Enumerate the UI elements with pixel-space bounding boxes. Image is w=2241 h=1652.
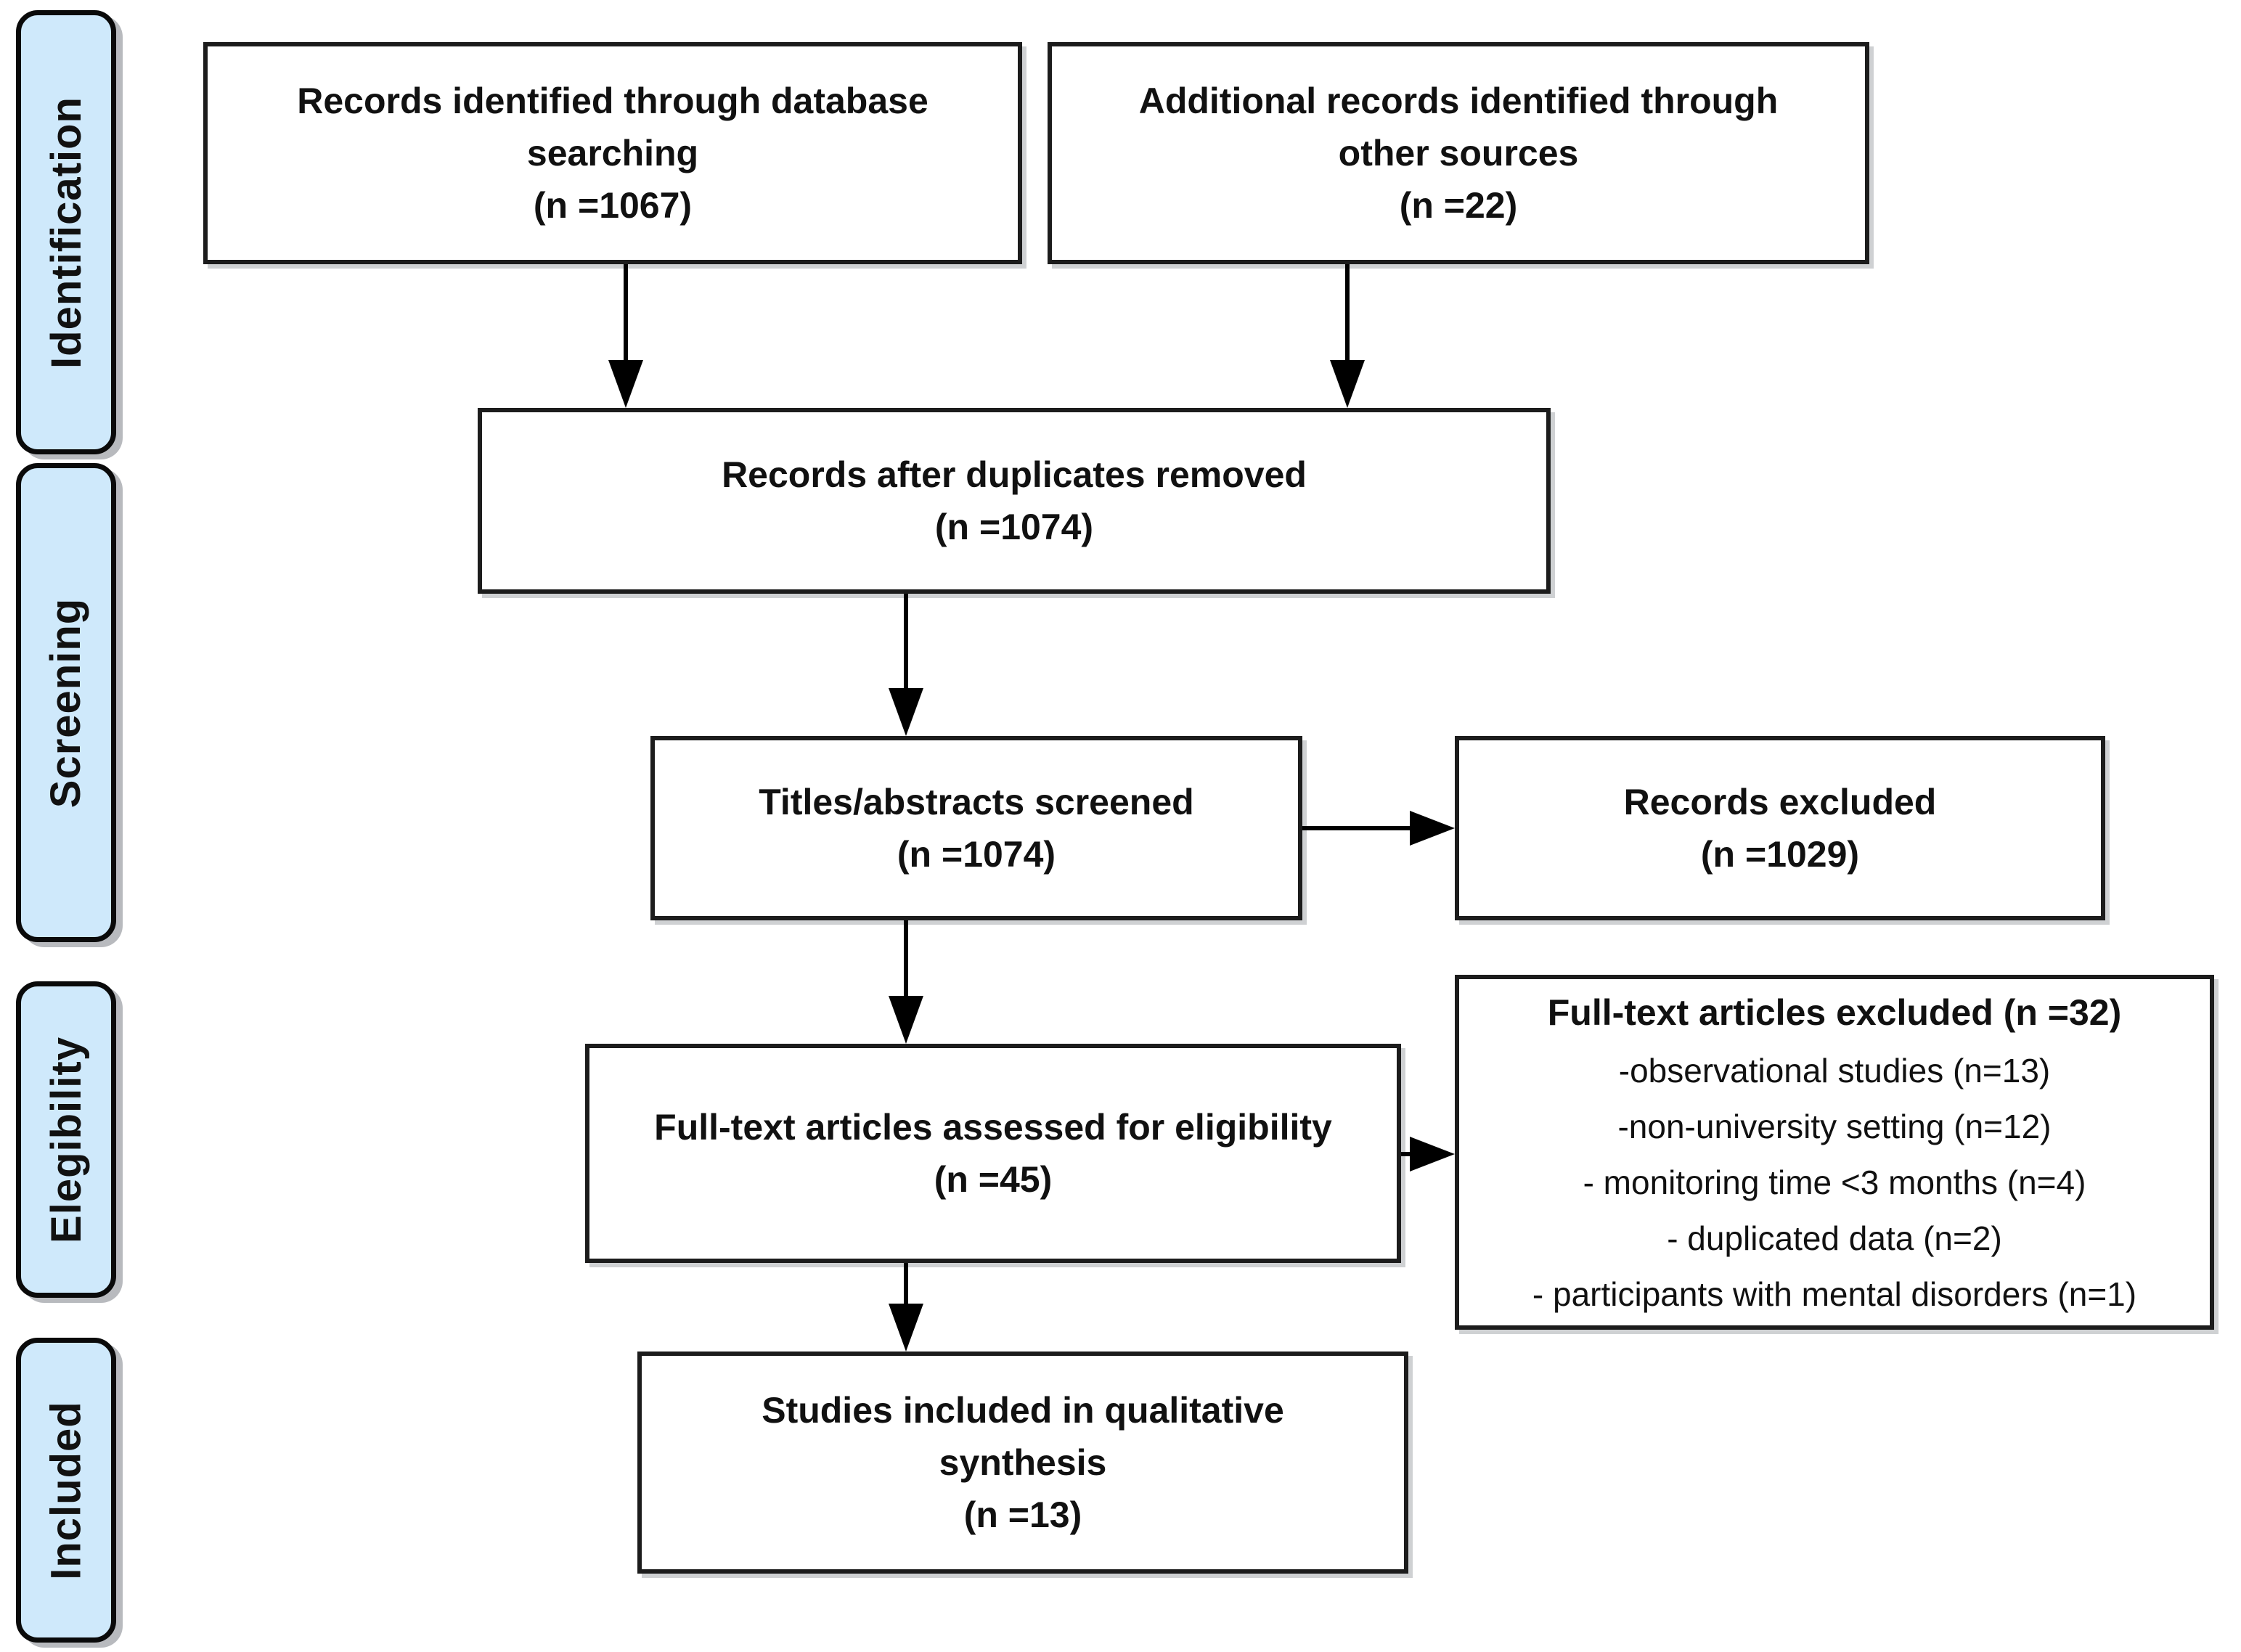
fulltext-excluded-title: Full-text articles excluded (n =32): [1547, 992, 2122, 1033]
box-count-line: (n =1029): [1700, 834, 1860, 875]
stage-screening-label: Screening: [42, 597, 90, 808]
box-fulltext-articles-assessed: Full-text articles assessed for eligibil…: [585, 1044, 1401, 1263]
stage-included: Included: [16, 1338, 116, 1643]
box-text-line: synthesis: [939, 1442, 1107, 1483]
arrow-shaft: [904, 594, 908, 727]
arrow-other-sources-to-duplicates-removed: [1330, 264, 1365, 408]
box-records-after-duplicates-removed: Records after duplicates removed (n =107…: [478, 408, 1551, 594]
stage-elegibility: Elegibility: [16, 981, 116, 1298]
arrow-shaft: [904, 920, 908, 1035]
box-text-line: other sources: [1338, 133, 1579, 173]
arrow-duplicates-removed-to-screened: [889, 594, 923, 736]
arrow-head-down-icon: [889, 996, 923, 1044]
arrow-head-right-icon: [1410, 811, 1455, 846]
stage-elegibility-label: Elegibility: [42, 1036, 90, 1243]
exclusion-reason-item: - participants with mental disorders (n=…: [1532, 1275, 2137, 1313]
arrow-screened-to-fulltext-assessed: [889, 920, 923, 1044]
arrow-screened-to-records-excluded: [1302, 811, 1455, 846]
exclusion-reason-item: - duplicated data (n=2): [1667, 1219, 2002, 1257]
arrow-head-right-icon: [1410, 1137, 1455, 1171]
box-count-line: (n =13): [963, 1494, 1082, 1535]
arrow-shaft: [1345, 264, 1350, 399]
box-text-line: Records after duplicates removed: [722, 454, 1307, 495]
box-text-line: Additional records identified through: [1138, 81, 1779, 121]
box-additional-records-other-sources: Additional records identified through ot…: [1048, 42, 1869, 264]
arrow-head-down-icon: [889, 688, 923, 736]
exclusion-reason-item: - monitoring time <3 months (n=4): [1583, 1164, 2086, 1201]
arrow-database-to-duplicates-removed: [608, 264, 643, 408]
box-text-line: Full-text articles assessed for eligibil…: [654, 1107, 1332, 1148]
stage-identification-label: Identification: [42, 96, 90, 369]
exclusion-reason-item: -observational studies (n=13): [1618, 1052, 2051, 1089]
stage-included-label: Included: [42, 1400, 90, 1580]
arrow-head-down-icon: [1330, 360, 1365, 408]
box-count-line: (n =22): [1399, 185, 1518, 226]
box-count-line: (n =1067): [533, 185, 693, 226]
arrow-shaft: [624, 264, 628, 399]
stage-screening: Screening: [16, 463, 116, 942]
arrow-shaft: [904, 1263, 908, 1343]
box-count-line: (n =45): [934, 1159, 1053, 1200]
box-titles-abstracts-screened: Titles/abstracts screened (n =1074): [650, 736, 1302, 920]
box-count-line: (n =1074): [934, 507, 1094, 547]
box-records-identified-database: Records identified through database sear…: [203, 42, 1022, 264]
exclusion-reason-item: -non-university setting (n=12): [1617, 1108, 2052, 1145]
arrow-fulltext-to-studies-included: [889, 1263, 923, 1352]
box-text-line: Studies included in qualitative: [762, 1390, 1284, 1431]
box-fulltext-articles-excluded: Full-text articles excluded (n =32) -obs…: [1455, 975, 2214, 1330]
arrow-shaft: [1302, 826, 1446, 830]
box-text-line: searching: [526, 133, 699, 173]
box-records-excluded: Records excluded (n =1029): [1455, 736, 2105, 920]
arrow-fulltext-to-fulltext-excluded: [1401, 1137, 1455, 1171]
box-text-line: Titles/abstracts screened: [759, 782, 1194, 822]
box-studies-included-qualitative: Studies included in qualitative synthesi…: [637, 1352, 1408, 1574]
stage-identification: Identification: [16, 10, 116, 454]
box-text-line: Records excluded: [1623, 782, 1937, 822]
box-text-line: Records identified through database: [297, 81, 928, 121]
arrow-head-down-icon: [608, 360, 643, 408]
box-count-line: (n =1074): [897, 834, 1056, 875]
arrow-head-down-icon: [889, 1304, 923, 1352]
